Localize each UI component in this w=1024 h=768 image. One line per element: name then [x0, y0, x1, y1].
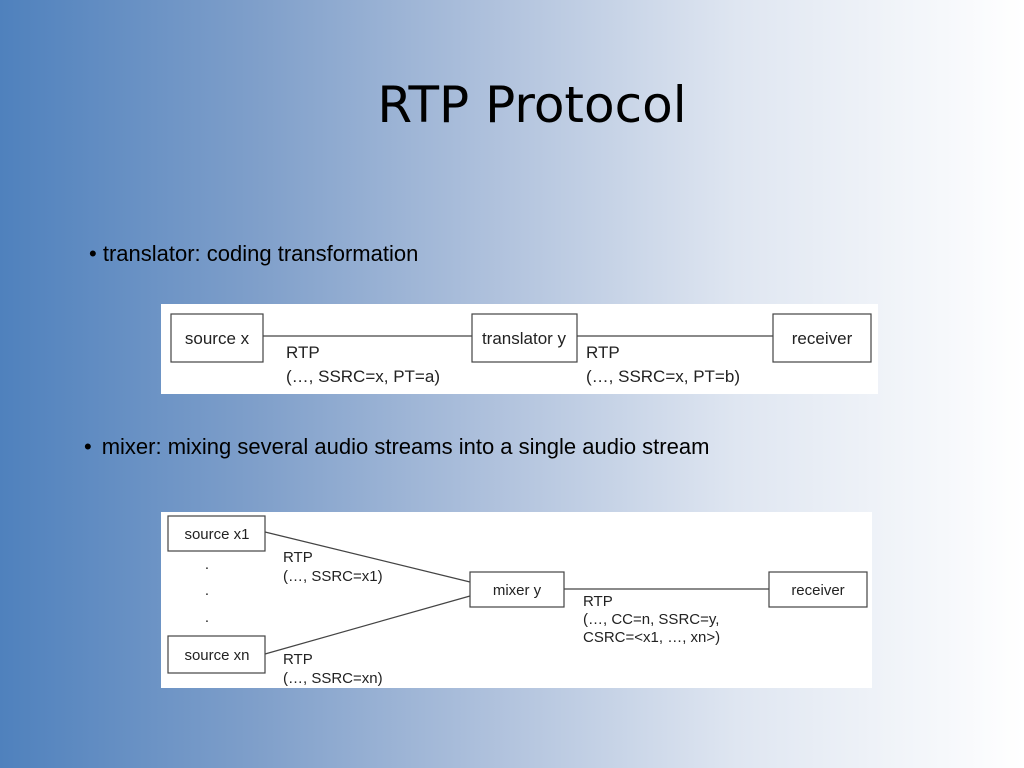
link-1-params: (…, SSRC=x, PT=a): [286, 367, 440, 386]
link-in-first-protocol: RTP: [283, 549, 313, 566]
link-out-params-line1: (…, CC=n, SSRC=y,: [583, 611, 719, 628]
bullet-translator: • translator: coding transformation: [89, 241, 418, 267]
receiver-node-label: receiver: [791, 582, 844, 599]
translator-diagram: source x translator y receiver RTP (…, S…: [161, 304, 878, 394]
source-node-label: source x: [185, 329, 250, 348]
bullet-text: mixer: mixing several audio streams into…: [101, 434, 710, 459]
bullet-mark: •: [89, 241, 97, 266]
source-last-node-label: source xn: [184, 647, 249, 664]
receiver-node-box: [768, 571, 868, 608]
link-source-last-to-mixer: [264, 595, 471, 655]
bullet-text: translator: coding transformation: [102, 241, 419, 266]
link-source-first-to-mixer: [264, 531, 471, 583]
bullet-mark: •: [84, 434, 92, 459]
link-2-protocol: RTP: [586, 343, 620, 362]
slide-title: RTP Protocol: [377, 76, 687, 134]
translator-node-label: translator y: [482, 329, 567, 348]
source-node-box: [170, 313, 264, 363]
bullet-mixer: • mixer: mixing several audio streams int…: [84, 434, 709, 460]
mixer-diagram-canvas: source x1 source xn mixer y receiver . .…: [167, 515, 868, 687]
ellipsis-dot: .: [205, 556, 209, 573]
translator-diagram-canvas: source x translator y receiver RTP (…, S…: [170, 313, 872, 386]
mixer-diagram: source x1 source xn mixer y receiver . .…: [161, 512, 872, 688]
link-1-protocol: RTP: [286, 343, 320, 362]
translator-node-box: [471, 313, 578, 363]
link-in-last-params: (…, SSRC=xn): [283, 670, 383, 687]
receiver-node-label: receiver: [792, 329, 853, 348]
source-first-node-label: source x1: [184, 526, 249, 543]
ellipsis-dot: .: [205, 582, 209, 599]
link-out-protocol: RTP: [583, 593, 613, 610]
link-in-first-params: (…, SSRC=x1): [283, 568, 383, 585]
ellipsis-dot: .: [205, 609, 209, 626]
link-in-last-protocol: RTP: [283, 651, 313, 668]
receiver-node-box: [772, 313, 872, 363]
link-2-params: (…, SSRC=x, PT=b): [586, 367, 740, 386]
source-first-node-box: [167, 515, 266, 552]
source-last-node-box: [167, 635, 266, 674]
mixer-node-box: [469, 571, 565, 608]
link-out-params-line2: CSRC=<x1, …, xn>): [583, 629, 720, 646]
mixer-node-label: mixer y: [493, 582, 542, 599]
